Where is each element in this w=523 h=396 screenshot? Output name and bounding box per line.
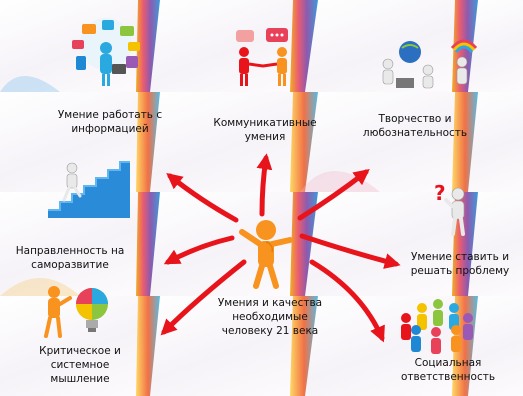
center-label: Умения и качества необходимые человеку 2… <box>217 297 323 337</box>
skill-label-problem-solving: Умение ставить и решать проблему <box>410 251 510 277</box>
stairs-climber-icon <box>48 161 130 218</box>
svg-text:?: ? <box>434 181 446 205</box>
devices-person-icon <box>72 18 140 86</box>
skill-label-creativity: Творчество и любознательность <box>362 113 468 139</box>
background-tile <box>145 0 300 92</box>
chatting-people-icon <box>236 28 288 86</box>
skill-label-communication: Коммуникативные умения <box>213 117 317 143</box>
question-person-icon: ? <box>434 181 465 236</box>
skill-label-information: Умение работать с информацией <box>57 109 163 135</box>
background-tile <box>300 0 460 92</box>
creativity-people-icon <box>382 39 478 89</box>
people-circle-icon <box>401 299 473 354</box>
skill-label-social: Социальная ответственность <box>400 357 496 383</box>
skill-label-critical-thinking: Критическое и системное мышление <box>39 345 121 385</box>
central-person-icon <box>239 220 293 289</box>
skill-label-selfdevelopment: Направленность на саморазвитие <box>15 245 125 271</box>
lightbulb-puzzle-icon <box>44 286 108 338</box>
background-tile <box>0 296 145 396</box>
